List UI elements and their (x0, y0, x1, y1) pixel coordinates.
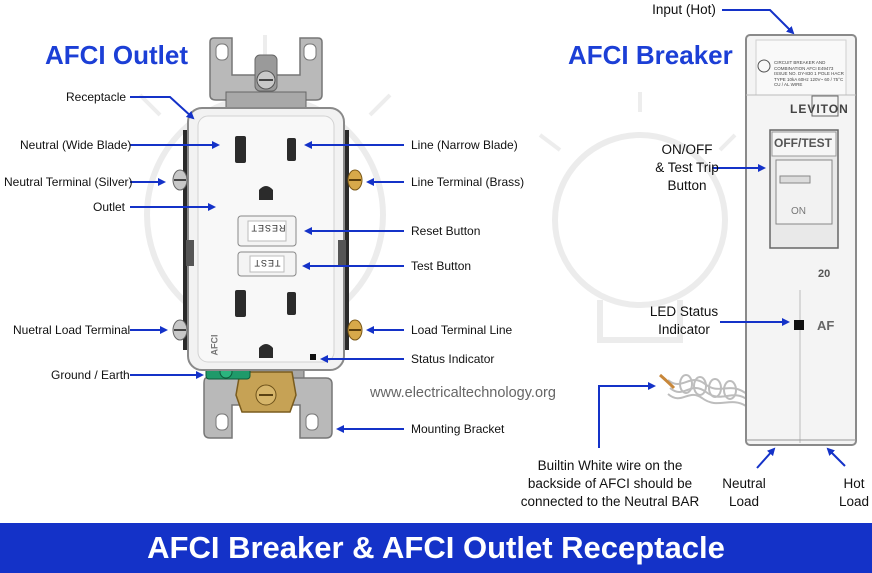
label-input-hot: Input (Hot) (652, 2, 716, 17)
bare-copper-wire-end (659, 373, 676, 390)
label-builtin-white-wire: Builtin White wire on the backside of AF… (505, 457, 715, 511)
arrow-receptacle (130, 96, 195, 120)
label-hot-load-line2: Load (838, 494, 870, 509)
breaker-brand-text: LEVITON (790, 102, 849, 116)
outlet-terminal-screws (172, 169, 363, 341)
outlet-right-clip (338, 240, 346, 266)
label-line-narrow-blade: Line (Narrow Blade) (411, 138, 518, 152)
label-wire-line1: Builtin White wire on the (537, 458, 683, 473)
label-on-off-line1: ON/OFF (661, 142, 713, 157)
label-reset-button: Reset Button (411, 224, 481, 238)
breaker-rating-text: 20 (818, 268, 831, 280)
breaker-fine-print: CIRCUIT BREAKER AND COMBINATION AFCI E49… (774, 60, 844, 87)
breaker-on-text: ON (791, 206, 806, 217)
breaker-led-indicator (794, 320, 804, 330)
label-hot-load-line1: Hot (843, 476, 865, 491)
reset-button-shape (237, 215, 297, 247)
arrow-builtin-wire (598, 382, 656, 448)
label-test-button: Test Button (411, 259, 472, 273)
breaker-switch-handle (769, 129, 839, 249)
label-led-line2: Indicator (658, 322, 710, 337)
outlet-left-clip (186, 240, 194, 266)
label-wire-line2: backside of AFCI should be (527, 476, 693, 491)
outlet-status-led (310, 354, 316, 360)
label-mounting-bracket: Mounting Bracket (411, 422, 505, 436)
watermark-text: www.electricaltechnology.org (370, 385, 556, 401)
label-line-terminal: Line Terminal (Brass) (411, 175, 525, 189)
label-on-off-line2: & Test Trip (655, 160, 719, 175)
label-on-off-line3: Button (667, 178, 707, 193)
breaker-title: AFCI Breaker (568, 40, 733, 70)
label-neutral-terminal: Neutral Terminal (Silver) (4, 175, 133, 189)
label-nuetral-load-terminal: Nuetral Load Terminal (13, 323, 131, 337)
label-neutral-load-line2: Load (728, 494, 760, 509)
lower-receptacle-slots (235, 290, 296, 358)
label-led-status: LED Status Indicator (638, 303, 730, 339)
label-load-terminal-line: Load Terminal Line (411, 323, 513, 337)
upper-receptacle-slots (235, 136, 296, 200)
label-neutral-load: Neutral Load (712, 475, 776, 511)
test-button-shape (237, 251, 297, 277)
footer-title: AFCI Breaker & AFCI Outlet Receptacle (147, 530, 725, 565)
arrow-input-hot (722, 9, 795, 35)
outlet-title: AFCI Outlet (45, 40, 188, 70)
label-on-off-button: ON/OFF & Test Trip Button (642, 141, 732, 195)
arrow-hot-load (826, 447, 846, 467)
label-led-line1: LED Status (649, 304, 719, 319)
label-receptacle: Receptacle (66, 90, 127, 104)
label-outlet: Outlet (93, 200, 126, 214)
label-ground-earth: Ground / Earth (51, 368, 130, 382)
footer-banner: AFCI Breaker & AFCI Outlet Receptacle (0, 523, 872, 573)
breaker-af-text: AF (817, 318, 835, 333)
arrow-neutral-load (756, 447, 776, 469)
breaker-off-test-text: OFF/TEST (774, 136, 832, 150)
label-wire-line3: connected to the Neutral BAR (520, 494, 700, 509)
label-neutral-wide-blade: Neutral (Wide Blade) (20, 138, 132, 152)
label-status-indicator: Status Indicator (411, 352, 495, 366)
breaker-white-pigtail-wire (667, 374, 749, 407)
outlet-top-mounting-strap (209, 37, 323, 111)
breaker-ul-mark (757, 59, 771, 73)
breaker-top-terminal (811, 95, 839, 117)
label-hot-load: Hot Load (836, 475, 872, 511)
label-neutral-load-line1: Neutral (722, 476, 766, 491)
